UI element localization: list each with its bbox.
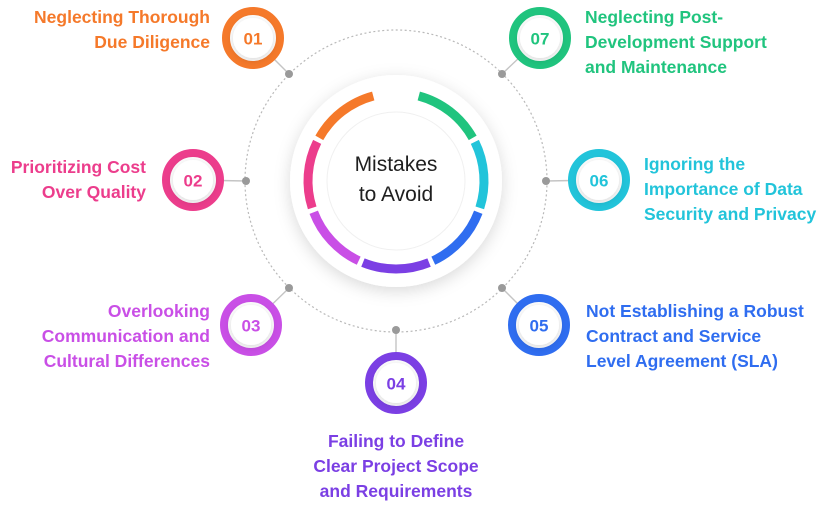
connector-dot <box>542 177 550 185</box>
step-label-01: Neglecting Thorough Due Diligence <box>34 7 210 52</box>
step-label-06: Ignoring the Importance of Data Security… <box>644 154 817 224</box>
step-label-02: Prioritizing Cost Over Quality <box>10 157 146 202</box>
connector-dot <box>498 284 506 292</box>
step-inner-disc <box>173 160 213 200</box>
step-inner-disc <box>233 18 273 58</box>
step-number: 03 <box>242 317 261 336</box>
step-number: 05 <box>530 317 549 336</box>
step-node-05: 05 <box>508 294 570 356</box>
hub-arc-segment <box>315 91 375 141</box>
step-node-06: 06 <box>568 149 630 211</box>
step-node-01: 01 <box>222 7 284 69</box>
connector-dot <box>498 70 506 78</box>
step-inner-disc <box>579 160 619 200</box>
step-label-03: Overlooking Communication and Cultural D… <box>41 301 210 371</box>
step-number: 07 <box>531 30 550 49</box>
connector-dot <box>242 177 250 185</box>
number-nodes: 01 02 03 04 05 06 07 <box>162 7 630 414</box>
hub-arc-segment <box>417 91 477 141</box>
step-number: 06 <box>590 172 609 191</box>
hub-arc-segment <box>431 210 483 265</box>
step-number: 02 <box>184 172 203 191</box>
step-number: 01 <box>244 30 263 49</box>
step-label-07: Neglecting Post- Development Support and… <box>585 7 767 77</box>
step-inner-disc <box>520 18 560 58</box>
connector-dot <box>285 284 293 292</box>
center-title: Mistakes to Avoid <box>354 153 438 206</box>
center-hub <box>290 75 502 287</box>
step-inner-disc <box>519 305 559 345</box>
step-node-04: 04 <box>365 352 427 414</box>
hub-arc-segment <box>303 139 322 210</box>
hub-arc-segment <box>361 258 431 274</box>
step-node-07: 07 <box>509 7 571 69</box>
step-node-02: 02 <box>162 149 224 211</box>
connector-dot <box>392 326 400 334</box>
center-inner-disc <box>326 111 466 251</box>
connector-dot <box>285 70 293 78</box>
step-inner-disc <box>231 305 271 345</box>
step-inner-disc <box>376 363 416 403</box>
hub-arc-segment <box>309 210 361 265</box>
step-label-04: Failing to Define Clear Project Scope an… <box>313 431 479 501</box>
step-number: 04 <box>387 375 406 394</box>
step-node-03: 03 <box>220 294 282 356</box>
step-label-05: Not Establishing a Robust Contract and S… <box>586 301 804 371</box>
hub-arc-segment <box>470 139 489 210</box>
